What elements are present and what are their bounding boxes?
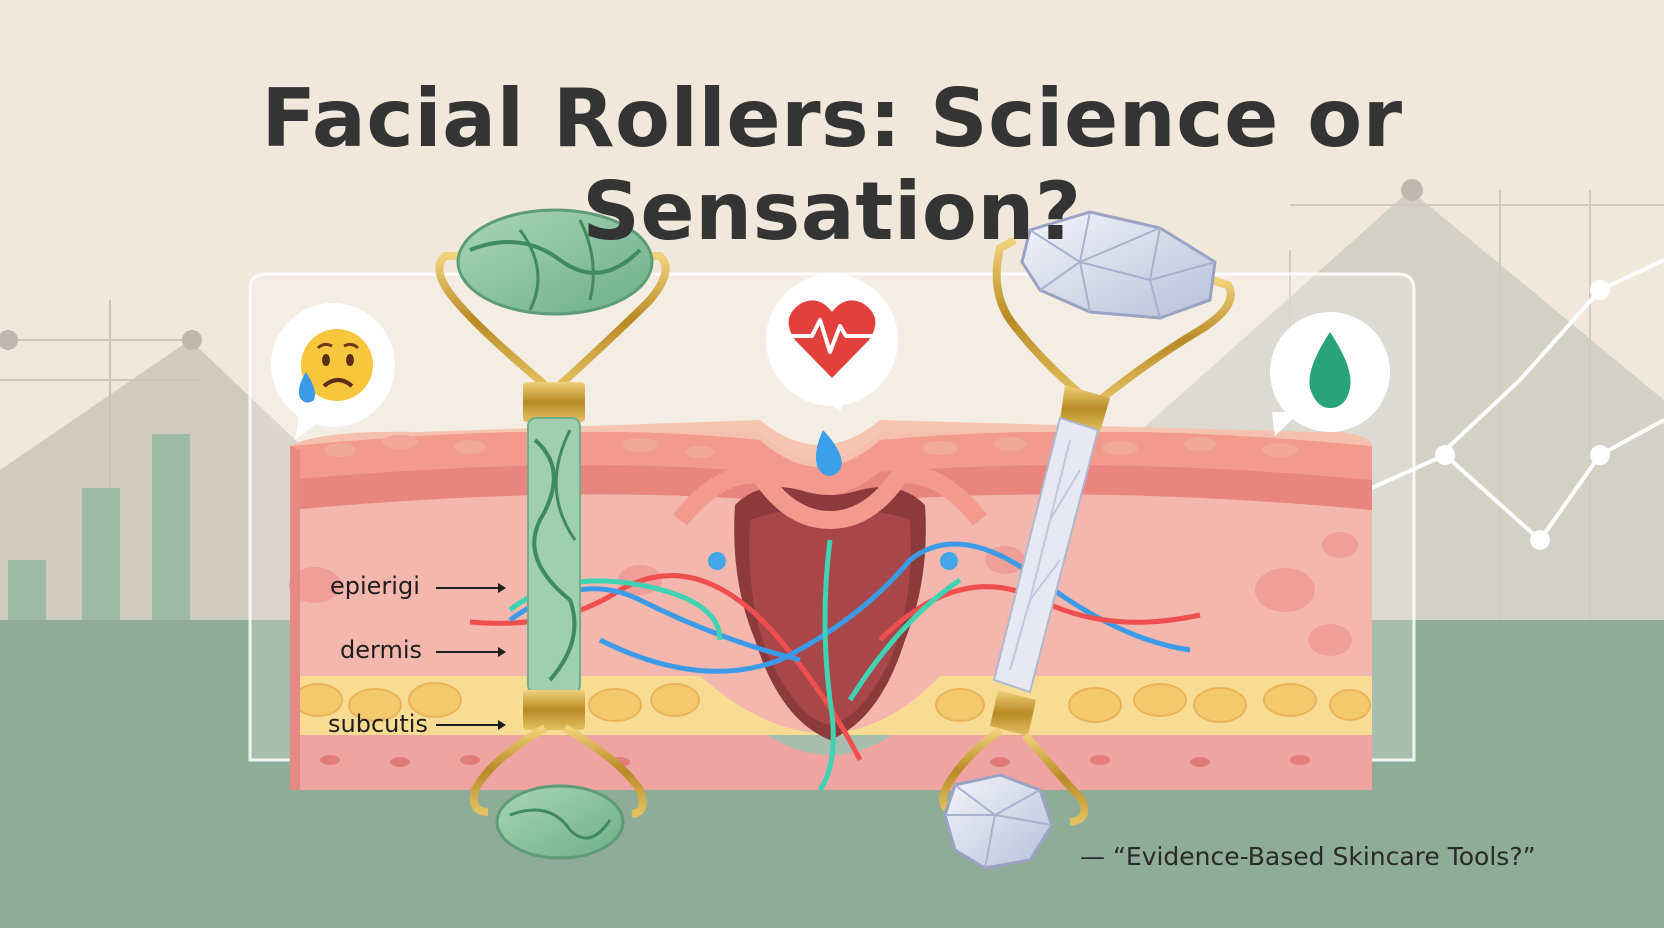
bubble-water-drop xyxy=(1270,312,1390,436)
sad-face-tear-icon xyxy=(298,329,373,403)
skin-cross-section xyxy=(289,420,1372,792)
quartz-roller xyxy=(939,210,1235,870)
bubble-heartbeat xyxy=(766,274,898,412)
caption-quote: — “Evidence-Based Skincare Tools?” xyxy=(1080,842,1536,871)
arrow-dermis xyxy=(436,647,506,657)
label-epidermis: epierigi xyxy=(330,572,420,600)
jade-roller xyxy=(435,208,670,860)
label-subcutis: subcutis xyxy=(328,710,428,738)
arrow-epidermis xyxy=(436,583,506,593)
label-dermis: dermis xyxy=(340,636,422,664)
heartbeat-heart-icon xyxy=(788,300,876,378)
water-droplet-icon xyxy=(815,430,842,476)
arrow-subcutis xyxy=(436,720,506,730)
water-drop-icon xyxy=(1309,332,1351,408)
backdrop-chart-left xyxy=(0,300,380,620)
bubble-sad-face xyxy=(271,303,395,440)
page-title: Facial Rollers: Science or Sensation? xyxy=(261,72,1403,258)
